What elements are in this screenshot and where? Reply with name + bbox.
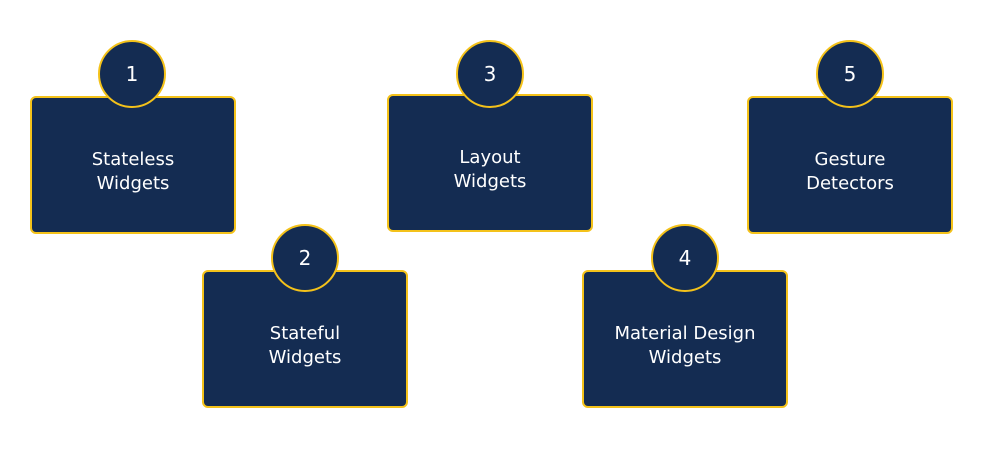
- card-material-design-widgets: Material Design Widgets: [582, 270, 788, 408]
- badge-number: 5: [843, 62, 857, 86]
- number-badge-1: 1: [98, 40, 166, 108]
- card-label: Stateful Widgets: [268, 323, 342, 368]
- badge-number: 4: [678, 246, 692, 270]
- card-layout-widgets: Layout Widgets: [387, 94, 593, 232]
- card-label: Material Design Widgets: [614, 323, 756, 368]
- card-gesture-detectors: Gesture Detectors: [747, 96, 953, 234]
- number-badge-5: 5: [816, 40, 884, 108]
- number-badge-3: 3: [456, 40, 524, 108]
- badge-number: 3: [483, 62, 497, 86]
- badge-number: 2: [298, 246, 312, 270]
- card-stateless-widgets: Stateless Widgets: [30, 96, 236, 234]
- number-badge-2: 2: [271, 224, 339, 292]
- badge-number: 1: [125, 62, 139, 86]
- card-stateful-widgets: Stateful Widgets: [202, 270, 408, 408]
- card-label: Gesture Detectors: [806, 149, 894, 194]
- card-label: Stateless Widgets: [91, 149, 175, 194]
- number-badge-4: 4: [651, 224, 719, 292]
- card-label: Layout Widgets: [453, 147, 527, 192]
